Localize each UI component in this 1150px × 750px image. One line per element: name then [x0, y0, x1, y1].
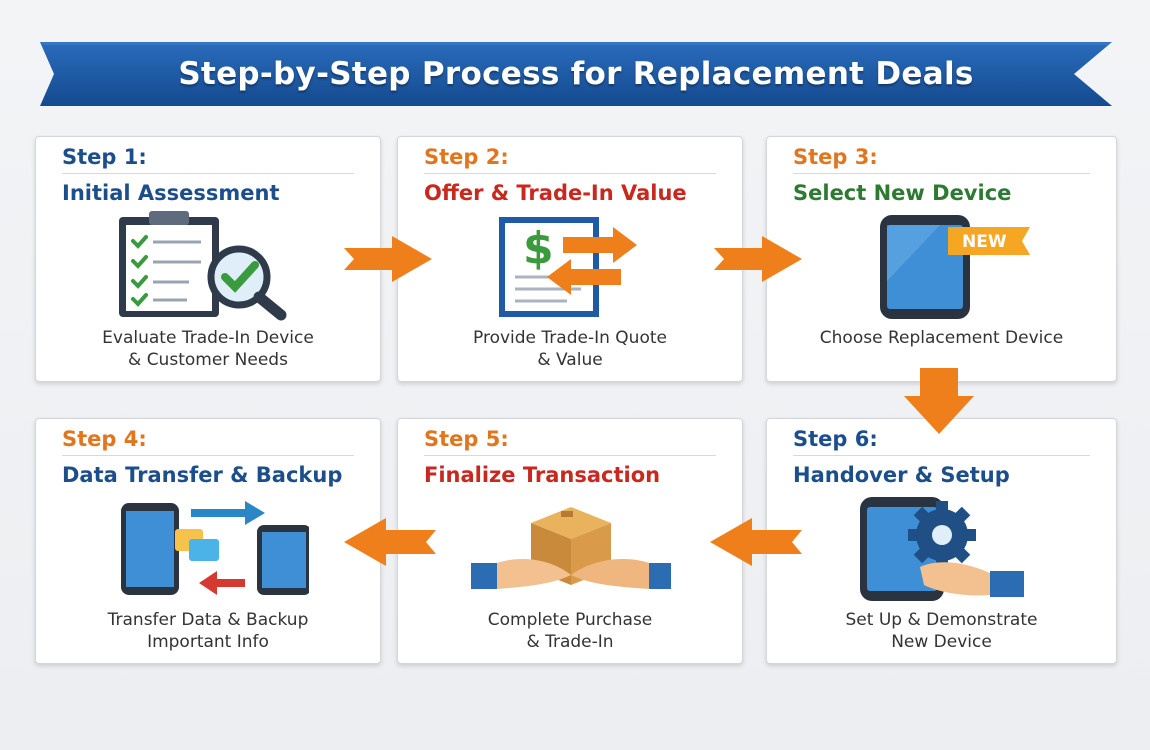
step-4-title: Data Transfer & Backup [62, 463, 343, 487]
step-2-desc-line2: & Value [537, 350, 603, 370]
divider [62, 455, 354, 456]
divider [424, 173, 716, 174]
step-1-description: Evaluate Trade-In Device & Customer Need… [46, 327, 370, 371]
step-4-desc-line1: Transfer Data & Backup [107, 610, 309, 630]
step-2-title: Offer & Trade-In Value [424, 181, 687, 205]
step-4-card: Step 4: Data Transfer & Backup Transfer … [35, 418, 381, 664]
clipboard-magnifier-icon [119, 211, 287, 321]
step-5-card: Step 5: Finalize Transaction Complete Pu… [397, 418, 743, 664]
step-3-title: Select New Device [793, 181, 1012, 205]
divider [62, 173, 354, 174]
title-banner: Step-by-Step Process for Replacement Dea… [40, 42, 1112, 106]
step-1-title: Initial Assessment [62, 181, 280, 205]
step-1-label: Step 1: [62, 145, 147, 169]
step-4-desc-line2: Important Info [147, 632, 269, 652]
arrow-right-1-to-2 [344, 236, 432, 282]
divider [793, 173, 1090, 174]
phone-data-transfer-icon [121, 501, 309, 595]
step-3-description: Choose Replacement Device [777, 327, 1106, 349]
step-2-description: Provide Trade-In Quote & Value [408, 327, 732, 371]
step-2-desc-line1: Provide Trade-In Quote [473, 328, 667, 348]
step-1-desc-line1: Evaluate Trade-In Device [102, 328, 314, 348]
step-6-description: Set Up & Demonstrate New Device [777, 609, 1106, 653]
step-6-desc-line1: Set Up & Demonstrate [845, 610, 1038, 630]
new-smartphone-icon [880, 215, 1030, 319]
phone-setup-gear-icon [860, 497, 1024, 601]
step-3-card: Step 3: Select New Device NEW Choose Rep… [766, 136, 1117, 382]
step-2-label: Step 2: [424, 145, 509, 169]
divider [793, 455, 1090, 456]
hands-package-icon [471, 507, 671, 589]
new-badge: NEW [962, 232, 1007, 252]
arrow-left-6-to-5 [710, 518, 802, 566]
step-5-desc-line2: & Trade-In [526, 632, 614, 652]
step-3-desc-line1: Choose Replacement Device [819, 328, 1064, 348]
svg-text:$: $ [523, 223, 554, 274]
divider [424, 455, 716, 456]
arrow-right-2-to-3 [714, 236, 802, 282]
page-title: Step-by-Step Process for Replacement Dea… [178, 56, 974, 92]
step-5-title: Finalize Transaction [424, 463, 661, 487]
step-6-label: Step 6: [793, 427, 878, 451]
step-1-desc-line2: & Customer Needs [128, 350, 288, 370]
step-6-card: Step 6: Handover & Setup Set Up & Demons… [766, 418, 1117, 664]
step-6-desc-line2: New Device [891, 632, 992, 652]
step-6-title: Handover & Setup [793, 463, 1010, 487]
step-3-label: Step 3: [793, 145, 878, 169]
arrow-down-3-to-6 [904, 368, 974, 434]
step-5-description: Complete Purchase & Trade-In [408, 609, 732, 653]
banner-ribbon-shape [40, 42, 1112, 106]
step-1-card: Step 1: Initial Assessment Evaluate Trad… [35, 136, 381, 382]
step-5-desc-line1: Complete Purchase [487, 610, 653, 630]
step-2-card: Step 2: Offer & Trade-In Value $ Provide… [397, 136, 743, 382]
dollar-document-exchange-icon: $ [499, 217, 637, 317]
arrow-left-5-to-4 [344, 518, 436, 566]
step-4-description: Transfer Data & Backup Important Info [46, 609, 370, 653]
step-4-label: Step 4: [62, 427, 147, 451]
step-5-label: Step 5: [424, 427, 509, 451]
